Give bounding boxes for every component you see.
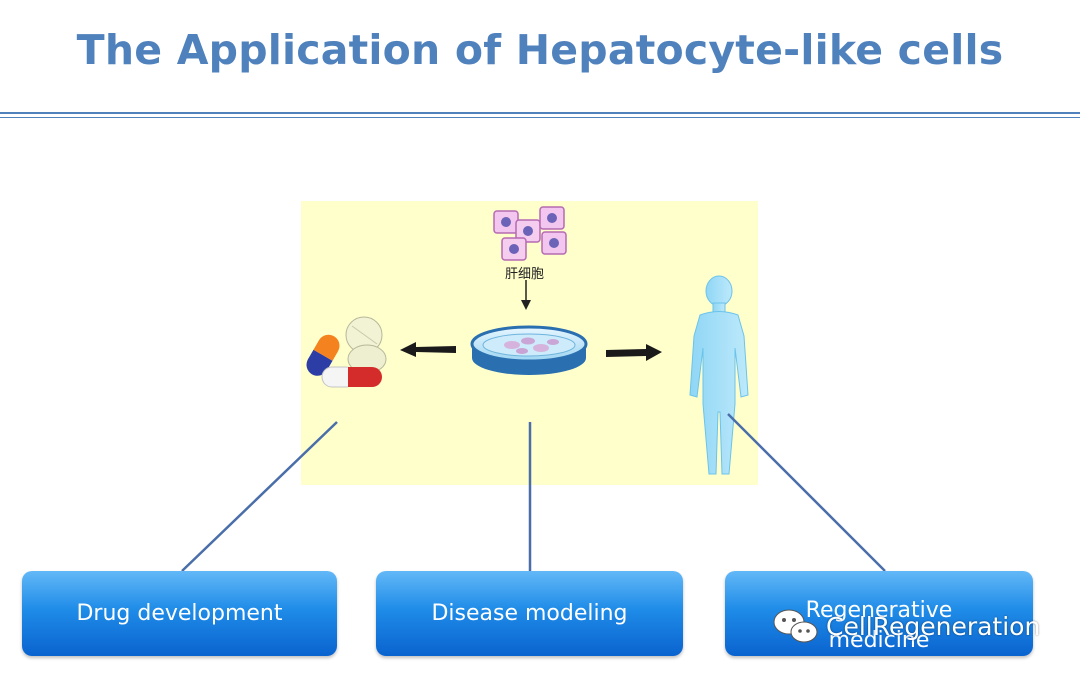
drug-capsules-icon [306, 316, 387, 388]
petri-dish-icon [470, 325, 588, 375]
slide-title: The Application of Hepatocyte-like cells [76, 26, 1004, 74]
left-arrow-icon [400, 342, 456, 357]
title-underline [0, 112, 1080, 114]
human-body-icon [689, 275, 749, 475]
regenerative-medicine-box: Regenerative medicine [725, 571, 1033, 656]
watermark-text: CellRegeneration [826, 611, 1041, 641]
down-arrow-icon [521, 280, 531, 310]
connector-line-regenerative [727, 413, 886, 572]
cell-label: 肝细胞 [505, 267, 545, 282]
watermark: CellRegeneration [772, 604, 1040, 648]
hepatocyte-cells-icon [493, 206, 567, 261]
disease-modeling-box: Disease modeling [376, 571, 683, 656]
drug-development-label: Drug development [76, 601, 283, 626]
title-underline-thin [0, 117, 1080, 118]
connector-line-drug [181, 421, 338, 572]
regenerative-medicine-label: Regenerative medicine [805, 597, 953, 653]
disease-modeling-label: Disease modeling [431, 601, 628, 626]
wechat-icon [773, 609, 818, 643]
right-arrow-icon [606, 344, 662, 361]
drug-development-box: Drug development [22, 571, 337, 656]
